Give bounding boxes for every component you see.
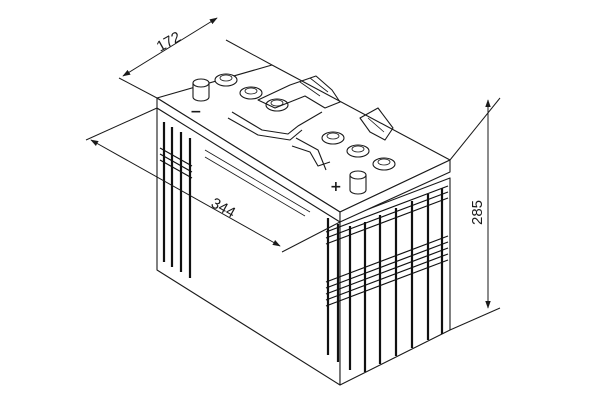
positive-terminal — [349, 170, 367, 195]
vent-cap — [372, 157, 396, 171]
negative-symbol: − — [190, 104, 202, 120]
handle — [227, 75, 341, 141]
width-label: 172 — [154, 28, 184, 55]
vent-caps — [214, 73, 396, 171]
vent-cap — [265, 98, 289, 112]
vent-cap — [321, 131, 345, 145]
height-label: 285 — [469, 200, 486, 225]
vent-cap — [346, 144, 370, 158]
height-dimension: 285 — [449, 97, 501, 331]
negative-terminal — [192, 78, 210, 102]
vent-cap — [214, 73, 238, 87]
end-grid — [325, 185, 449, 372]
battery-lid-rim-end — [339, 159, 451, 223]
positive-symbol: + — [330, 179, 342, 195]
vent-cap — [239, 86, 263, 100]
handle — [291, 107, 394, 171]
